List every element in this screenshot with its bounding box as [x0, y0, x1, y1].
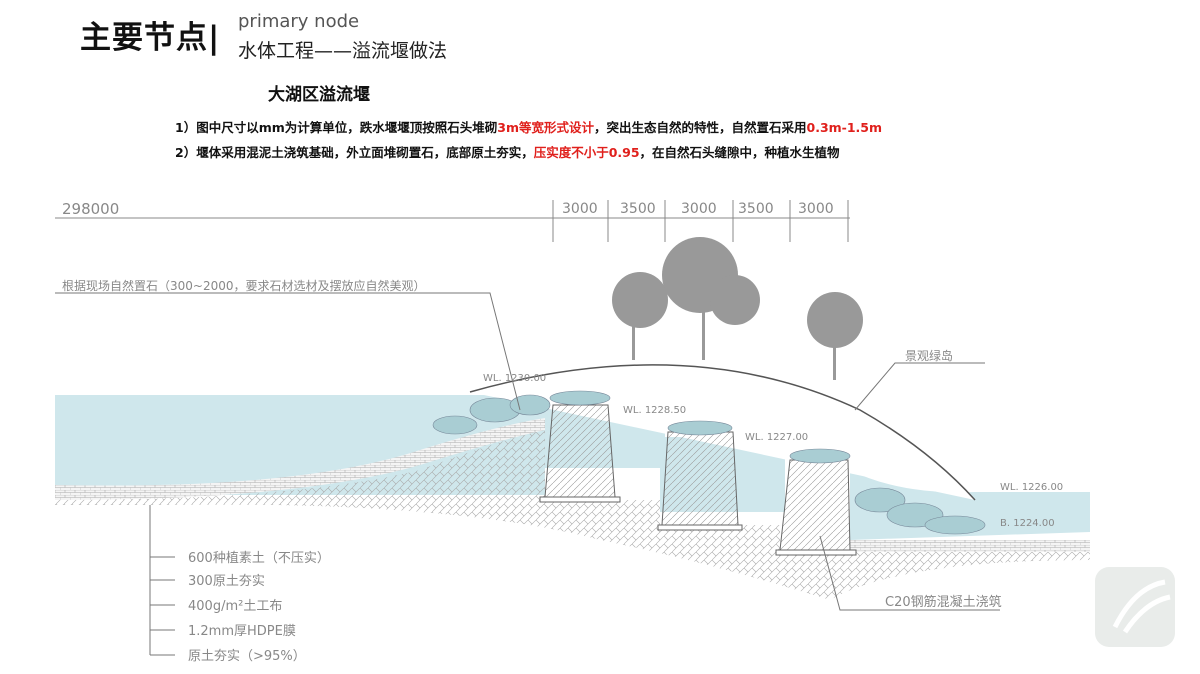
layer-label: 400g/m²土工布	[188, 599, 282, 614]
page-subtitle: 水体工程——溢流堰做法	[238, 40, 448, 62]
tree-icon	[612, 237, 863, 380]
note-1: 1）图中尺寸以mm为计算单位，跌水堰堰顶按照石头堆砌3m等宽形式设计，突出生态自…	[175, 117, 882, 136]
lining-layers	[55, 418, 545, 500]
dimension-label: 3000	[681, 201, 717, 217]
dimension-line	[55, 200, 850, 242]
water-level-label: WL. 1228.50	[623, 405, 686, 416]
layer-label: 300原土夯实	[188, 574, 265, 589]
dimension-label: 3500	[738, 201, 774, 217]
concrete-label: C20钢筋混凝土浇筑	[885, 594, 1002, 610]
dimension-label: 3000	[798, 201, 834, 217]
weir-bodies	[539, 404, 857, 556]
page-title: 主要节点|	[80, 20, 221, 56]
water-level-label: WL. 1227.00	[745, 432, 808, 443]
brand-logo	[1095, 567, 1175, 647]
note-highlight: 0.3m-1.5m	[806, 120, 883, 135]
dimension-label: 3500	[620, 201, 656, 217]
note-highlight: 压实度不小于0.95	[533, 145, 640, 160]
layer-label: 1.2mm厚HDPE膜	[188, 624, 296, 639]
note-highlight: 3m等宽形式设计	[497, 120, 594, 135]
island-label: 景观绿岛	[905, 348, 953, 363]
ground-soil	[55, 430, 1090, 600]
note-text: 1）图中尺寸以mm为计算单位，跌水堰堰顶按照石头堆砌	[175, 120, 498, 135]
page-title-english: primary node	[238, 11, 360, 32]
total-dimension: 298000	[62, 200, 119, 218]
logo-icon	[1112, 579, 1171, 634]
note-text: ，突出生态自然的特性，自然置石采用	[593, 120, 807, 135]
note-text: ，在自然石头缝隙中，种植水生植物	[639, 145, 840, 160]
dimension-label: 3000	[562, 201, 598, 217]
water-level-label: WL. 1226.00	[1000, 482, 1063, 493]
note-text: 2）堰体采用混泥土浇筑基础，外立面堆砌置石，底部原土夯实，	[175, 145, 534, 160]
lining-layers	[850, 540, 1090, 552]
layer-label: 600种植素土（不压实）	[188, 551, 330, 566]
note-2: 2）堰体采用混泥土浇筑基础，外立面堆砌置石，底部原土夯实，压实度不小于0.95，…	[175, 142, 840, 161]
water-level-label: WL. 1230.00	[483, 373, 546, 384]
section-heading: 大湖区溢流堰	[268, 85, 370, 105]
leader-lines	[55, 292, 1000, 656]
layer-label: 原土夯实（>95%）	[188, 649, 306, 664]
water-level-label: B. 1224.00	[1000, 518, 1055, 529]
stone-note: 根据现场自然置石（300~2000，要求石材选材及摆放应自然美观）	[62, 278, 426, 293]
